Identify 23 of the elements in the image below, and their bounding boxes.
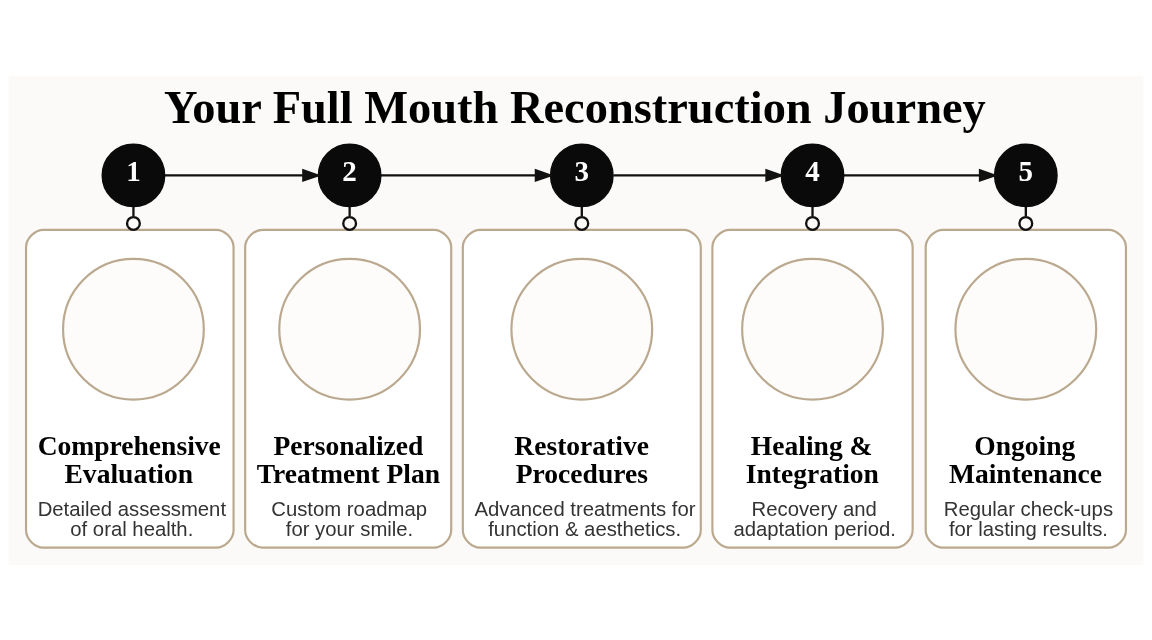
connector	[804, 206, 821, 231]
connector	[342, 206, 358, 231]
cluster: Healing & Integration Recovery and adaptation period.	[711, 228, 914, 549]
arrow	[613, 168, 785, 182]
cluster: Comprehensive Evaluation Detailed assessment of oral health.	[24, 228, 235, 549]
node-circle	[954, 257, 1098, 401]
node-circle: 4	[780, 142, 845, 207]
arrow	[380, 168, 554, 182]
node-circle: 5	[993, 142, 1058, 207]
diagram-title: Your Full Mouth Reconstruction Journey	[163, 81, 986, 133]
node-circle: 2	[317, 142, 382, 207]
cluster: Restorative Procedures Advanced treatments for function & aesthetics.	[461, 228, 702, 549]
node-circle	[61, 257, 205, 401]
node-circle	[278, 257, 422, 401]
arrow	[843, 168, 999, 182]
node-circle	[741, 257, 884, 401]
node-circle: 1	[101, 142, 166, 207]
arrow	[164, 168, 322, 182]
cluster: Ongoing Maintenance Regular check-ups for lasting results.	[924, 228, 1128, 549]
node-circle: 3	[549, 142, 614, 207]
cluster: Personalized Treatment Plan Custom roadmap for your smile.	[244, 228, 453, 549]
node-circle	[510, 257, 654, 401]
connector	[125, 206, 141, 231]
